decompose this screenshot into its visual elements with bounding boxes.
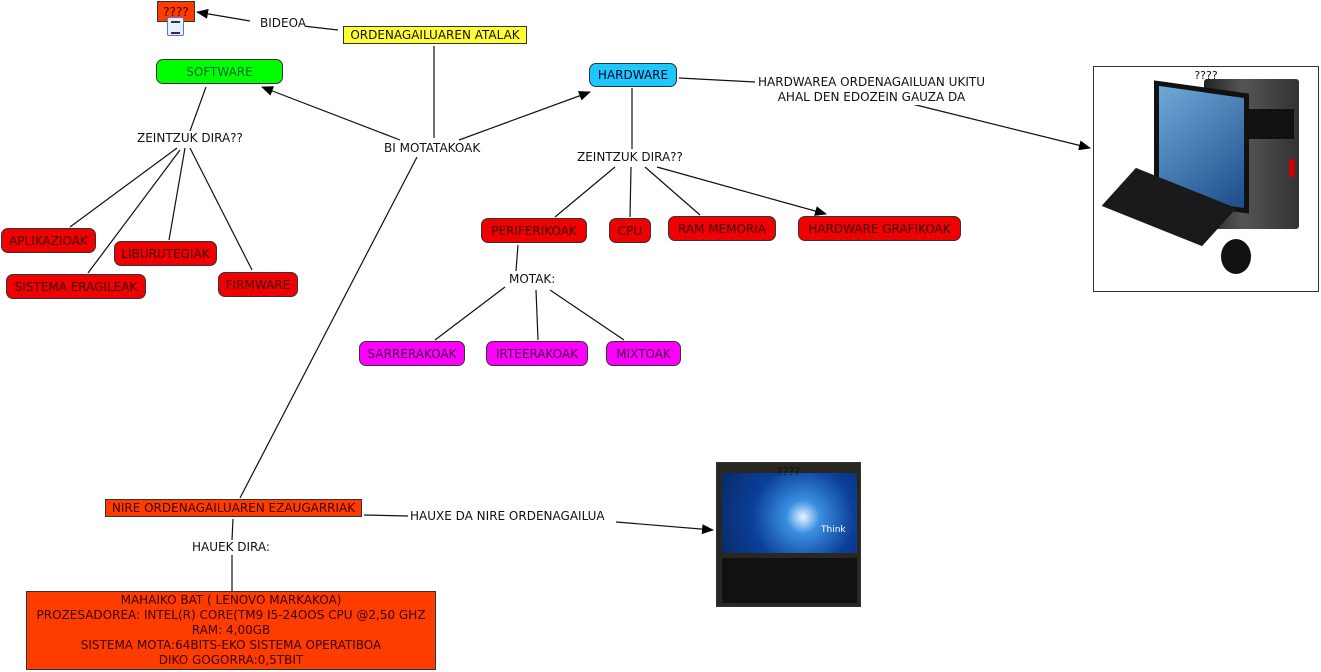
document-icon[interactable] xyxy=(167,17,184,36)
node-firmware[interactable]: FIRMWARE xyxy=(218,272,298,297)
link-label-hardware-which: ZEINTZUK DIRA?? xyxy=(577,150,683,165)
laptop-screen xyxy=(722,473,857,553)
link-label-this-is: HAUXE DA NIRE ORDENAGAILUA xyxy=(410,509,605,524)
link-label-types: MOTAK: xyxy=(509,272,556,287)
node-cpu[interactable]: CPU xyxy=(609,218,651,243)
link-label-two-types: BI MOTATAKOAK xyxy=(384,141,481,156)
node-ram-memoria[interactable]: RAM MEMORIA xyxy=(668,216,776,241)
node-mixtoak[interactable]: MIXTOAK xyxy=(606,341,681,366)
link-label-these-are: HAUEK DIRA: xyxy=(192,540,270,555)
link-label-software-which: ZEINTZUK DIRA?? xyxy=(137,131,243,146)
video-node[interactable]: ???? xyxy=(157,1,195,22)
laptop-keyboard xyxy=(722,558,857,603)
node-liburutegiak[interactable]: LIBURUTEGIAK xyxy=(114,241,217,266)
node-aplikazioak[interactable]: APLIKAZIOAK xyxy=(1,228,96,253)
hardware-node[interactable]: HARDWARE xyxy=(589,63,677,87)
laptop-image[interactable]: ???? Think xyxy=(716,462,861,607)
software-node[interactable]: SOFTWARE xyxy=(156,59,283,84)
node-sistema-eragileak[interactable]: SISTEMA ERAGILEAK xyxy=(6,274,146,299)
title-node[interactable]: ORDENAGAILUAREN ATALAK xyxy=(343,26,527,44)
my-computer-node[interactable]: NIRE ORDENAGAILUAREN EZAUGARRIAK xyxy=(105,499,362,517)
node-hardware-grafikoak[interactable]: HARDWARE GRAFIKOAK xyxy=(798,216,961,241)
node-periferikoak[interactable]: PERIFERIKOAK xyxy=(481,218,587,243)
desktop-computer-image[interactable]: ???? xyxy=(1093,66,1319,292)
node-irteerakoak[interactable]: IRTEERAKOAK xyxy=(486,341,588,366)
node-sarrerakoak[interactable]: SARRERAKOAK xyxy=(359,341,465,366)
link-label-video: BIDEOA xyxy=(260,16,307,31)
specs-node[interactable]: MAHAIKO BAT ( LENOVO MARKAKOA) PROZESADO… xyxy=(26,591,436,670)
mouse-shape xyxy=(1221,239,1251,274)
